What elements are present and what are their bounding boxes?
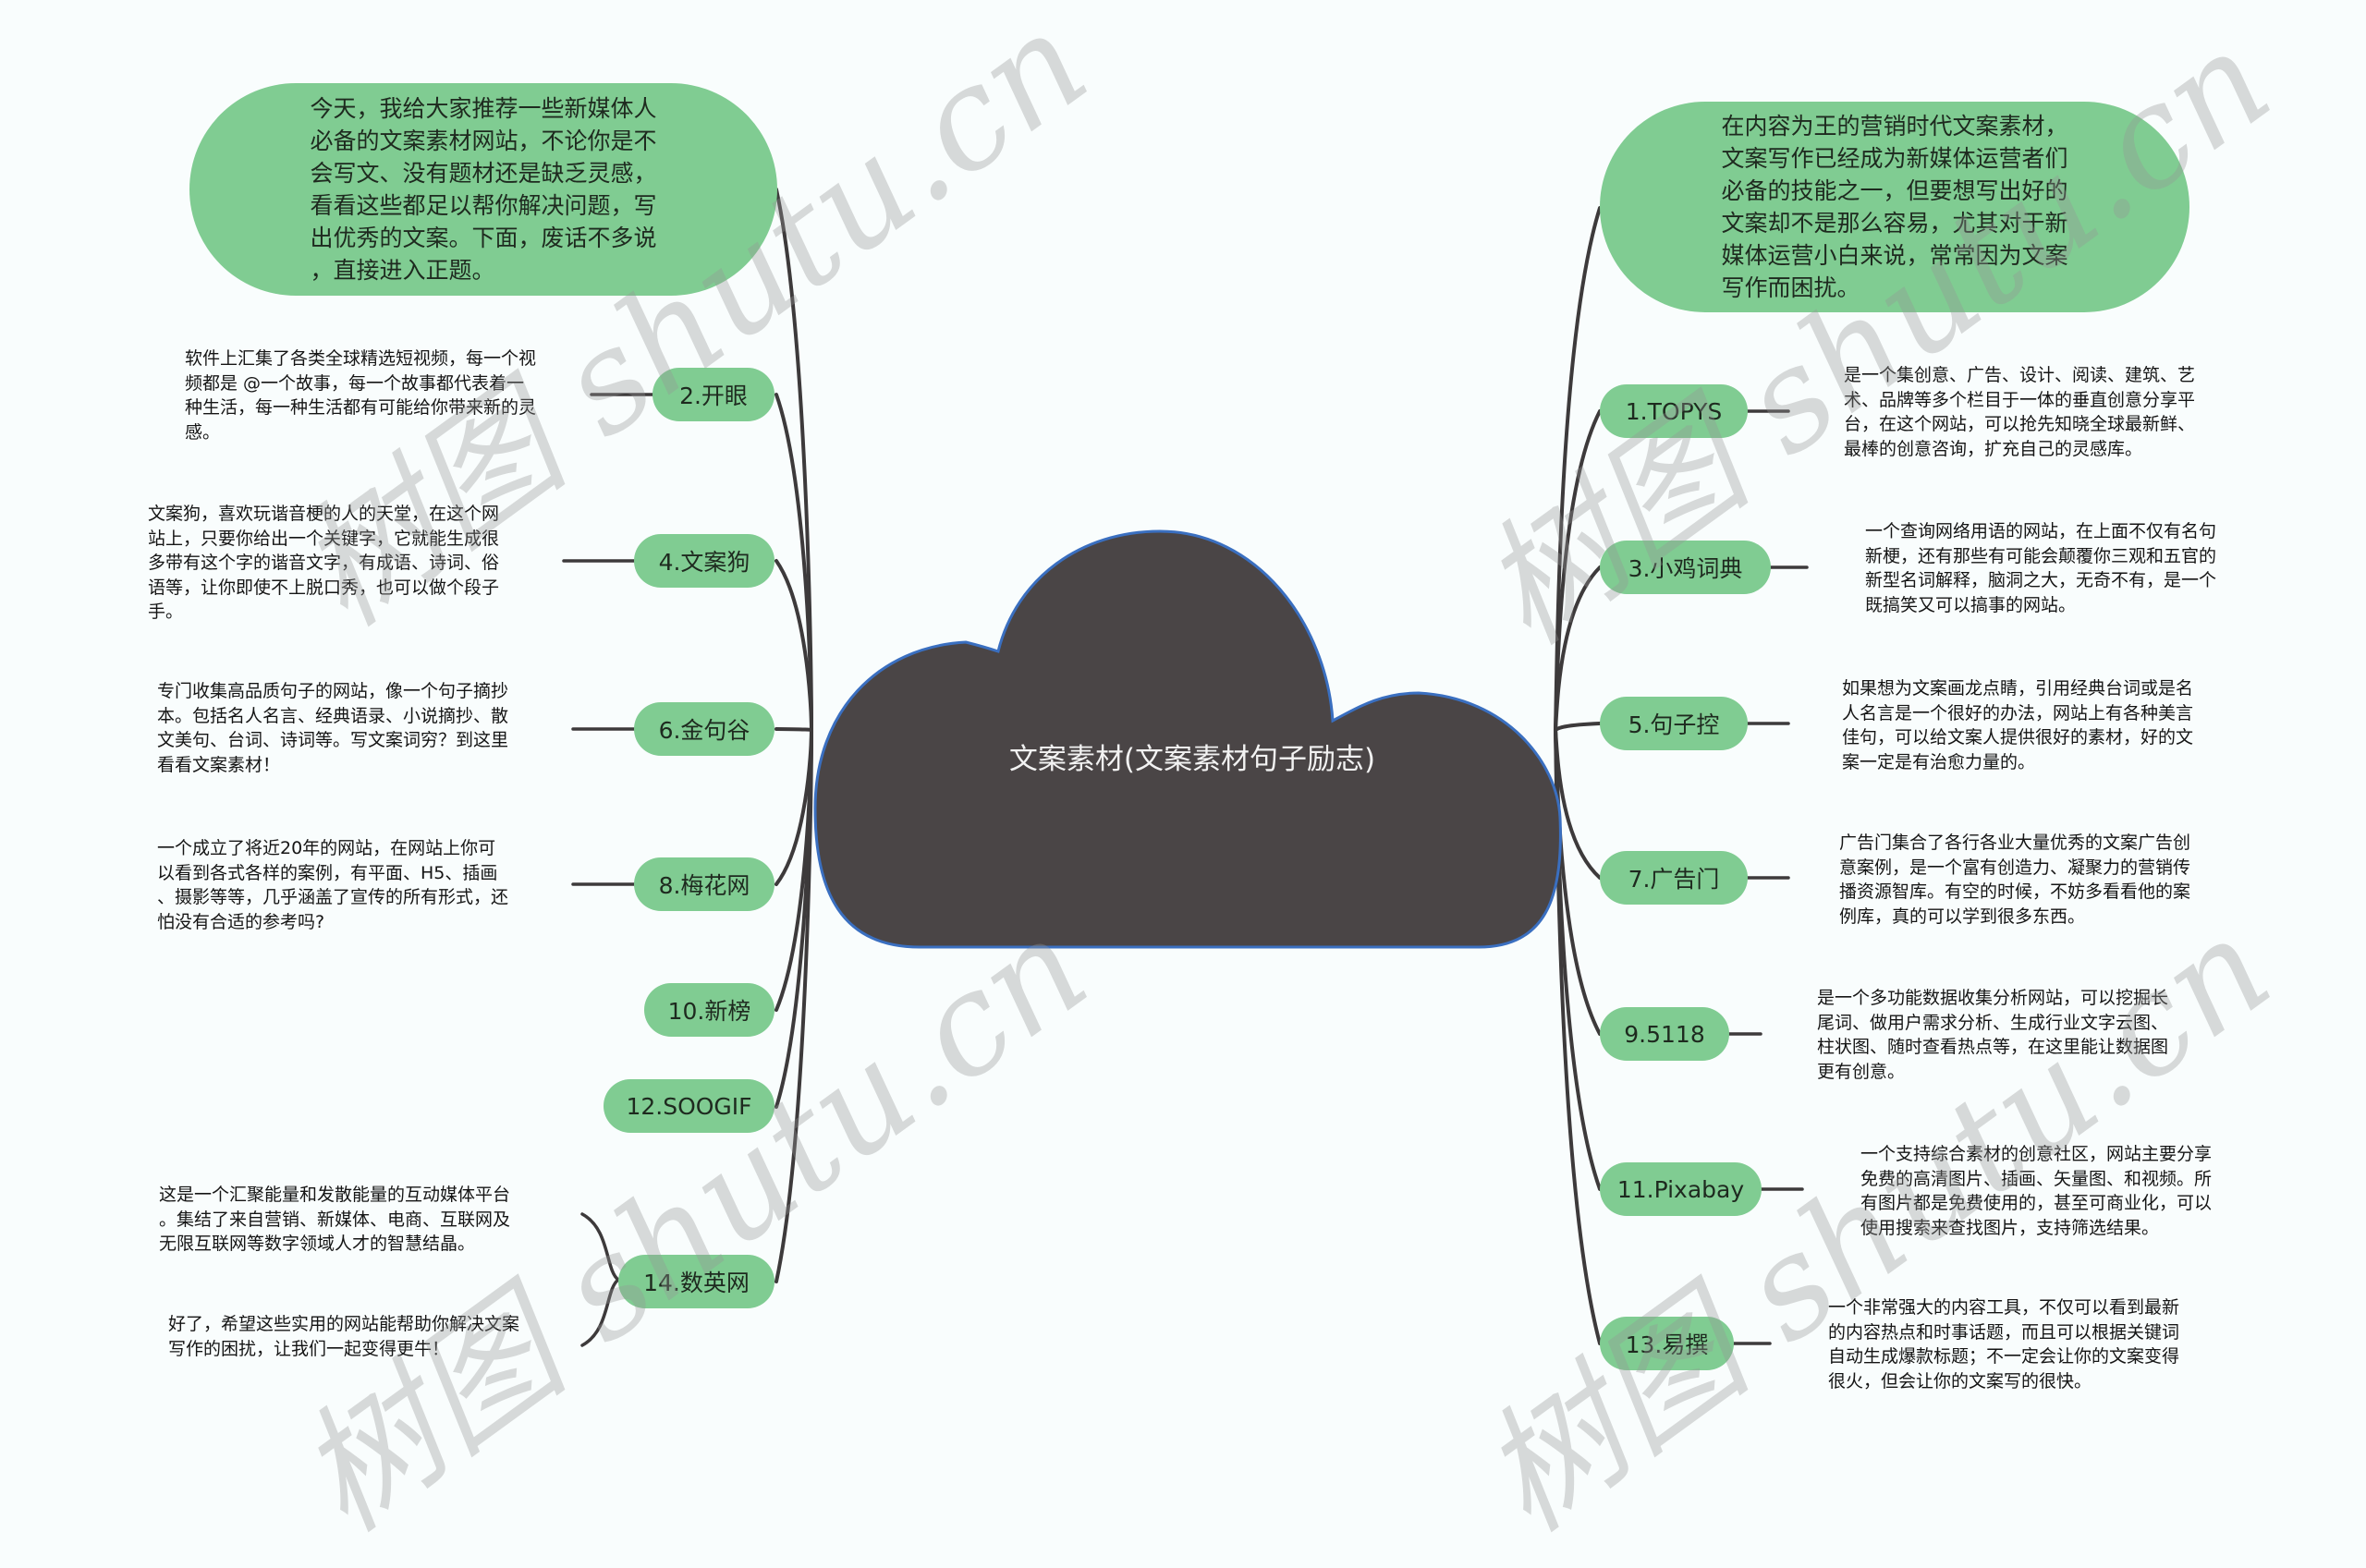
central-topic-title[interactable]: 文案素材(文案素材句子励志) [1008, 743, 1376, 776]
connector-line-left [774, 728, 813, 1283]
connector-line-right [1554, 565, 1602, 732]
branch-node-kaiyan[interactable]: 2.开眼 [652, 368, 774, 421]
connector-line-right [1554, 728, 1602, 1345]
branch-node-topys[interactable]: 1.TOPYS [1600, 384, 1748, 438]
branch-node-juzikong[interactable]: 5.句子控 [1600, 697, 1748, 750]
desc-jinjugu: 专门收集高品质句子的网站，像一个句子摘抄 本。包括名人名言、经典语录、小说摘抄、… [157, 681, 509, 775]
central-cloud [813, 529, 1562, 949]
intro-left-bubble[interactable]: 今天，我给大家推荐一些新媒体人 必备的文案素材网站，不论你是不 会写文、没有题材… [189, 83, 777, 296]
desc-kaiyan: 软件上汇集了各类全球精选短视频，每一个视 频都是 @一个故事，每一个故事都代表着… [185, 348, 537, 443]
desc-pixabay: 一个支持综合素材的创意社区，网站主要分享 免费的高清图片、插画、矢量图、和视频。… [1860, 1144, 2213, 1238]
desc-xiaojicidian: 一个查询网络用语的网站，在上面不仅有名句 新梗，还有那些有可能会颠覆你三观和五官… [1865, 521, 2217, 615]
branch-node-5118[interactable]: 9.5118 [1600, 1007, 1729, 1061]
branch-node-soogif[interactable]: 12.SOOGIF [604, 1079, 774, 1133]
desc-shuyingwang: 这是一个汇聚能量和发散能量的互动媒体平台 。集结了来自营销、新媒体、电商、互联网… [159, 1185, 511, 1254]
desc-yizhuan: 一个非常强大的内容工具，不仅可以看到最新 的内容热点和时事话题，而且可以根据关键… [1828, 1297, 2180, 1392]
branch-node-wenangou[interactable]: 4.文案狗 [634, 534, 774, 588]
branch-node-guanggaomen[interactable]: 7.广告门 [1600, 851, 1748, 905]
desc-topys: 是一个集创意、广告、设计、阅读、建筑、艺 术、品牌等多个栏目于一体的垂直创意分享… [1844, 365, 2196, 459]
connector-line-left [774, 559, 813, 732]
desc-juzikong: 如果想为文案画龙点睛，引用经典台词或是名 人名言是一个很好的办法，网站上有各种美… [1842, 678, 2194, 772]
branch-node-yizhuan[interactable]: 13.易撰 [1600, 1317, 1734, 1370]
intro-right-bubble[interactable]: 在内容为王的营销时代文案素材， 文案写作已经成为新媒体运营者们 必备的技能之一，… [1600, 102, 2189, 312]
branch-node-pixabay[interactable]: 11.Pixabay [1600, 1162, 1762, 1216]
desc-guanggaomen: 广告门集合了各行各业大量优秀的文案广告创 意案例，是一个富有创造力、凝聚力的营销… [1839, 833, 2191, 927]
desc-5118: 是一个多功能数据收集分析网站，可以挖掘长 尾词、做用户需求分析、生成行业文字云图… [1817, 988, 2169, 1082]
brace-connector [580, 1212, 622, 1347]
cloud-shape [813, 529, 1562, 949]
branch-node-jinjugu[interactable]: 6.金句谷 [634, 702, 774, 756]
intro-right-text: 在内容为王的营销时代文案素材， 文案写作已经成为新媒体运营者们 必备的技能之一，… [1721, 113, 2068, 301]
branch-node-xiaojicidian[interactable]: 3.小鸡词典 [1600, 541, 1771, 594]
desc-wenangou: 文案狗，喜欢玩谐音梗的人的天堂，在这个网 站上，只要你给出一个关键字，它就能生成… [148, 504, 500, 622]
branch-node-xinbang[interactable]: 10.新榜 [644, 983, 774, 1037]
branch-node-meihuawang[interactable]: 8.梅花网 [634, 857, 774, 911]
desc-closing: 好了，希望这些实用的网站能帮助你解决文案 写作的困扰，让我们一起变得更牛！ [168, 1314, 520, 1359]
connector-lines [562, 188, 1809, 1347]
branch-node-shuyingwang[interactable]: 14.数英网 [618, 1255, 774, 1308]
intro-left-text: 今天，我给大家推荐一些新媒体人 必备的文案素材网站，不论你是不 会写文、没有题材… [310, 95, 657, 284]
desc-meihuawang: 一个成立了将近20年的网站，在网站上你可 以看到各式各样的案例，有平面、H5、插… [157, 838, 509, 932]
